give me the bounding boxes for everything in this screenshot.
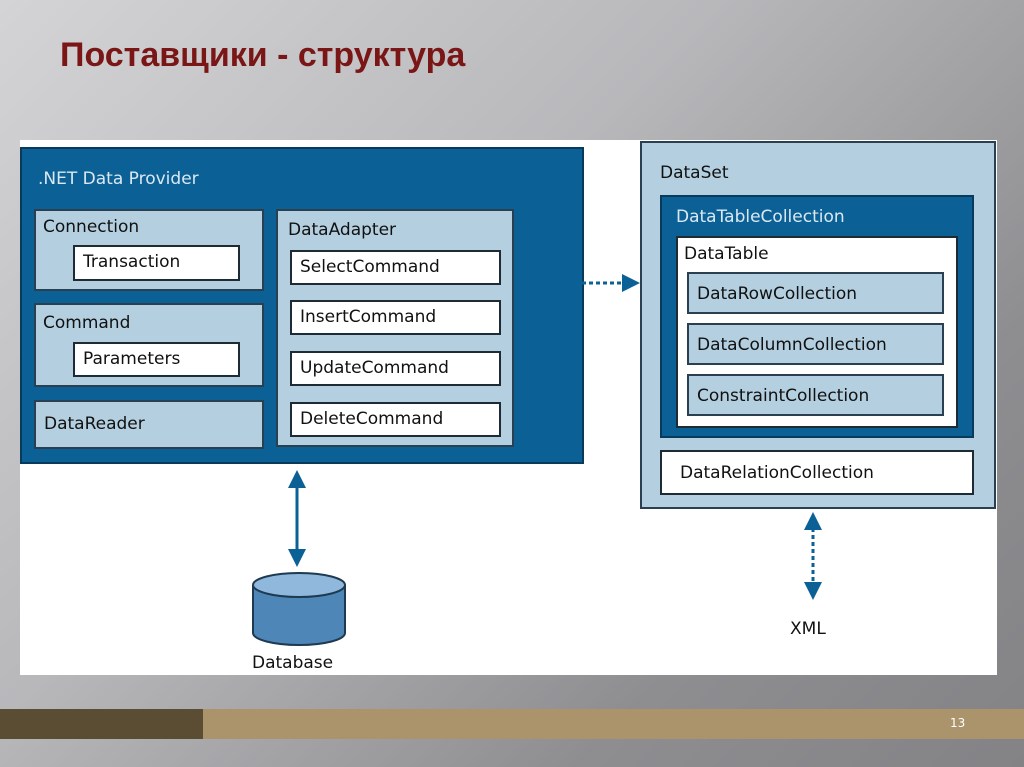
footer-accent	[0, 709, 203, 739]
database-label: Database	[252, 653, 334, 673]
select-command-box: SelectCommand	[290, 250, 501, 285]
arrow-head-left-icon	[514, 201, 532, 219]
provider-title: .NET Data Provider	[38, 169, 199, 189]
page-number: 13	[950, 716, 966, 730]
datarowcollection-box: DataRowCollection	[687, 272, 944, 314]
dataset-label: DataSet	[660, 163, 729, 183]
command-label: Command	[43, 313, 131, 333]
transaction-box: Transaction	[73, 245, 240, 281]
arrow-head-right-icon	[622, 274, 640, 292]
delete-command-box: DeleteCommand	[290, 402, 501, 437]
arrow-head-up-icon	[288, 470, 306, 488]
constraintcollection-box: ConstraintCollection	[687, 374, 944, 416]
datarelationcollection-box: DataRelationCollection	[660, 450, 974, 495]
datacolumncollection-box: DataColumnCollection	[687, 323, 944, 365]
database-icon	[252, 572, 346, 646]
arrow-head-left-icon	[514, 429, 532, 447]
dataadapter-label: DataAdapter	[288, 220, 397, 240]
datatable-label: DataTable	[684, 244, 769, 264]
xml-label: XML	[790, 619, 826, 639]
arrow-head-down-icon	[288, 549, 306, 567]
slide-title: Поставщики - структура	[60, 36, 466, 74]
datatablecollection-label: DataTableCollection	[676, 207, 845, 227]
arrow-head-up-icon	[804, 512, 822, 530]
parameters-box: Parameters	[73, 342, 240, 377]
update-command-box: UpdateCommand	[290, 351, 501, 386]
arrow-head-down-icon	[804, 582, 822, 600]
footer-bar	[203, 709, 1024, 739]
datareader-box: DataReader	[34, 400, 264, 449]
connection-label: Connection	[43, 217, 140, 237]
insert-command-box: InsertCommand	[290, 300, 501, 335]
adapter-dashed-connector	[530, 208, 570, 440]
